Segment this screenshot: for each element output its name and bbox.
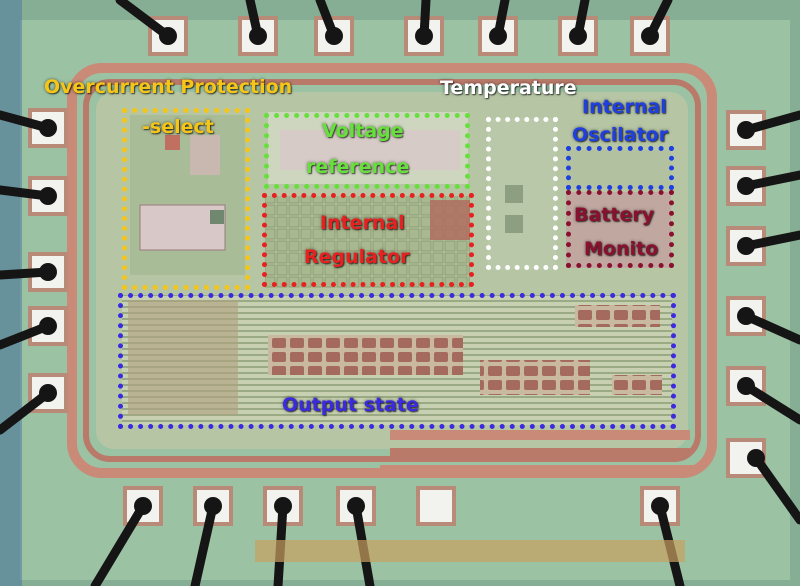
block-battery xyxy=(566,192,671,268)
output-state-label: Output state xyxy=(282,394,419,416)
internal-regulator-box xyxy=(262,193,474,287)
overcurrent-box xyxy=(122,108,250,290)
internal-oscillator-box xyxy=(566,146,674,190)
overcurrent-label: Overcurrent Protection xyxy=(44,76,293,98)
oscillator-label-line1: Internal xyxy=(582,96,667,118)
battery-label-line2: Monito xyxy=(584,238,659,260)
voltage-reference-box xyxy=(264,113,470,189)
oscillator-label-line2: Oscilator xyxy=(572,124,669,146)
voltage-label-line2: reference xyxy=(306,156,410,178)
regulator-label-line1: Internal xyxy=(320,212,405,234)
block-oscillator xyxy=(566,150,671,188)
metal-ring-outer xyxy=(67,63,717,478)
voltage-label-line1: Voltage xyxy=(322,120,404,142)
output-state-box xyxy=(118,293,676,429)
battery-label-line1: Battery xyxy=(574,204,655,226)
temperature-box xyxy=(486,117,558,270)
overcurrent-sublabel: -select xyxy=(142,116,214,138)
regulator-label-line2: Regulator xyxy=(304,246,410,268)
temperature-label: Temperature xyxy=(440,77,577,99)
battery-monitor-box xyxy=(566,190,674,268)
metal-ring-inner xyxy=(83,79,701,462)
